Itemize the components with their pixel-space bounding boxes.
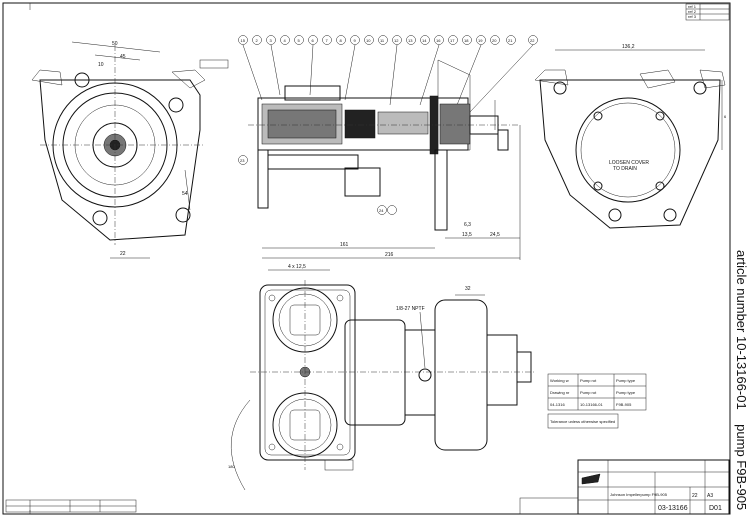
svg-text:13: 13 bbox=[408, 38, 413, 43]
article-number: article number 10-13166-01 bbox=[734, 250, 749, 410]
svg-text:8: 8 bbox=[340, 38, 343, 43]
table-r2-c3: F9B-905 bbox=[616, 402, 632, 407]
table-r2-c1: 04-1316 bbox=[550, 402, 565, 407]
approval-block bbox=[5, 499, 137, 513]
dim-136-2: 136,2 bbox=[622, 44, 635, 50]
table-h-3: Pump type bbox=[616, 378, 636, 383]
dim-180: 180 bbox=[228, 464, 235, 469]
svg-text:11: 11 bbox=[380, 38, 385, 43]
svg-text:16: 16 bbox=[436, 38, 441, 43]
svg-text:2: 2 bbox=[256, 38, 259, 43]
svg-text:6: 6 bbox=[312, 38, 315, 43]
front-view: 50 45 10 54 22 bbox=[31, 41, 229, 259]
sheet-size: A3 bbox=[707, 493, 713, 499]
dim-161: 161 bbox=[340, 242, 349, 248]
dim-24-5: 24,5 bbox=[490, 232, 500, 238]
svg-text:9: 9 bbox=[354, 38, 357, 43]
thread-note: 1/8-27 NPTF bbox=[396, 306, 425, 312]
svg-text:23: 23 bbox=[240, 158, 245, 163]
svg-text:18: 18 bbox=[464, 38, 469, 43]
table-h-2: Pump rot bbox=[580, 378, 597, 383]
dim-13-5: 13,5 bbox=[462, 232, 472, 238]
pump-table: Working w Pump rot Pump type Drawing nr … bbox=[547, 373, 647, 429]
cover-note-1: LOOSEN COVER bbox=[609, 160, 649, 166]
svg-text:21: 21 bbox=[508, 38, 513, 43]
section-view: 15 2 3 4 5 6 7 8 9 10 11 12 13 14 16 17 … bbox=[238, 35, 538, 260]
rev-row-1: ref 1 bbox=[688, 4, 697, 9]
svg-text:3: 3 bbox=[270, 38, 273, 43]
svg-text:7: 7 bbox=[326, 38, 329, 43]
dim-top-c: 10 bbox=[98, 62, 104, 68]
svg-text:19: 19 bbox=[478, 38, 483, 43]
sheet-border bbox=[2, 2, 731, 515]
revision-block: ref 1 ref 2 ref 3 bbox=[685, 3, 730, 21]
dim-right-a: 54 bbox=[182, 191, 188, 197]
rev-row-3: ref 3 bbox=[688, 14, 697, 19]
svg-text:17: 17 bbox=[450, 38, 455, 43]
svg-text:22: 22 bbox=[530, 38, 535, 43]
svg-text:15: 15 bbox=[241, 38, 246, 43]
title-description: Johnson Impellerpump F9B-905 bbox=[610, 492, 668, 497]
dim-6-3: 6,3 bbox=[464, 222, 471, 228]
table-r1-c1: Drawing nr bbox=[550, 390, 570, 395]
svg-text:12: 12 bbox=[394, 38, 399, 43]
pump-name: pump F9B-905 bbox=[734, 424, 749, 511]
tolerance-note: Tolerance unless otherwise specified bbox=[550, 419, 615, 424]
dim-4x12-5: 4 x 12,5 bbox=[288, 264, 306, 270]
table-r1-c2: Pump rot bbox=[580, 390, 597, 395]
dim-top-a: 50 bbox=[112, 41, 118, 47]
table-h-1: Working w bbox=[550, 378, 569, 383]
table-r1-c3: Pump type bbox=[616, 390, 636, 395]
dim-right-rear: 6 bbox=[724, 114, 727, 119]
dim-32: 32 bbox=[465, 286, 471, 292]
svg-text:4: 4 bbox=[284, 38, 287, 43]
cover-note-2: TO DRAIN bbox=[613, 166, 637, 172]
svg-text:20: 20 bbox=[492, 38, 497, 43]
rear-view: 136,2 LOOSEN COVER TO DRAIN 6 bbox=[534, 44, 727, 229]
dim-top-b: 45 bbox=[120, 54, 126, 60]
top-view: 4 x 12,5 1/8-27 NPTF 32 180 bbox=[228, 264, 535, 491]
dim-216: 216 bbox=[385, 252, 394, 258]
svg-text:5: 5 bbox=[298, 38, 301, 43]
rev-row-2: ref 2 bbox=[688, 9, 697, 14]
drawing-number: 03-13166 bbox=[658, 505, 688, 512]
svg-text:14: 14 bbox=[422, 38, 427, 43]
svg-text:10: 10 bbox=[366, 38, 371, 43]
dim-bottom: 22 bbox=[120, 251, 126, 257]
svg-text:24: 24 bbox=[379, 208, 384, 213]
balloon-row: 15 2 3 4 5 6 7 8 9 10 11 12 13 14 16 17 … bbox=[238, 35, 538, 215]
revision: D01 bbox=[709, 505, 722, 512]
side-caption: article number 10-13166-01 pump F9B-905 bbox=[730, 250, 756, 517]
table-r2-c2: 10-13166-01 bbox=[580, 402, 603, 407]
scale-note: 22 bbox=[692, 493, 698, 499]
title-block: Johnson Impellerpump F9B-905 22 A3 03-13… bbox=[519, 459, 730, 515]
